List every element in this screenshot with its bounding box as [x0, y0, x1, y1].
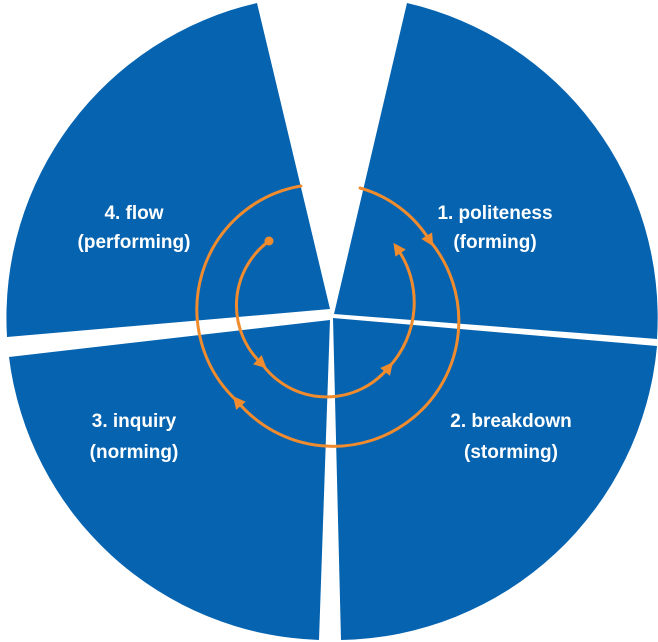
- label-storming: (storming): [464, 442, 558, 463]
- label-breakdown: 2. breakdown: [450, 411, 571, 432]
- segment-flow: [6, 3, 331, 337]
- cycle-inner-arc-1: [234, 239, 271, 369]
- label-inquiry: 3. inquiry: [92, 411, 177, 432]
- label-performing: (performing): [78, 232, 191, 253]
- cycle-outer-arc-3: [195, 184, 303, 403]
- segment-breakdown: [333, 318, 657, 640]
- segment-inquiry: [9, 320, 330, 640]
- segment-politeness: [334, 3, 658, 339]
- cycle-inner-arc-3: [387, 242, 416, 369]
- wheel-segments: [6, 3, 658, 640]
- cycle-outer-arc-1: [358, 186, 434, 247]
- cycle-inner-arc-2: [260, 362, 393, 399]
- label-forming: (forming): [453, 232, 536, 253]
- label-flow: 4. flow: [104, 203, 163, 224]
- label-norming: (norming): [90, 442, 179, 463]
- cycle-outer-arc-2: [232, 239, 461, 448]
- label-politeness: 1. politeness: [437, 203, 552, 224]
- cycle-spiral: [195, 184, 461, 448]
